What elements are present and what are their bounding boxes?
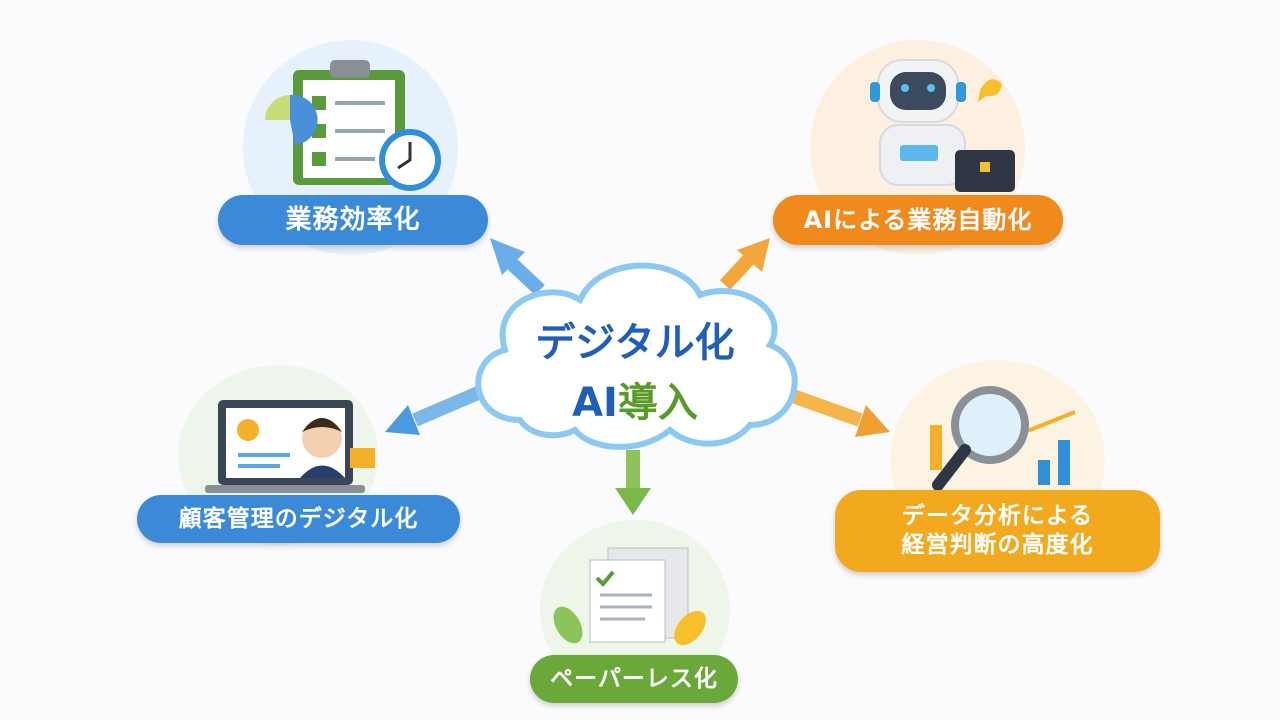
node-analytics: データ分析による 経営判断の高度化: [835, 490, 1160, 572]
arrow-down: [615, 450, 651, 515]
node-crm: 顧客管理のデジタル化: [137, 495, 460, 543]
efficiency-label: 業務効率化: [285, 204, 421, 235]
paperless-label: ペーパーレス化: [550, 665, 718, 692]
arrow-left: [385, 383, 488, 435]
clipboard-icon: [265, 60, 441, 191]
analytics-label-line2: 経営判断の高度化: [901, 532, 1094, 558]
center-title: デジタル化 AI導入: [500, 310, 770, 428]
arrow-right: [787, 388, 890, 437]
node-efficiency: 業務効率化: [218, 195, 488, 245]
magnifier-chart-icon: [930, 386, 1076, 491]
arrow-top-right: [719, 238, 770, 290]
analytics-label-line1: データ分析による: [901, 503, 1094, 530]
documents-icon: [553, 547, 706, 646]
arrow-top-left: [490, 238, 545, 296]
robot-icon: [870, 59, 1015, 192]
laptop-person-icon: [205, 400, 375, 493]
node-paperless: ペーパーレス化: [530, 655, 738, 703]
node-automation: AIによる業務自動化: [773, 195, 1063, 245]
center-line1: デジタル化: [535, 320, 735, 366]
crm-label: 顧客管理のデジタル化: [178, 505, 419, 532]
automation-label: AIによる業務自動化: [803, 206, 1033, 234]
center-ai: AI: [572, 380, 618, 426]
center-introduction: 導入: [617, 380, 698, 426]
cloud-shape: [475, 262, 798, 450]
